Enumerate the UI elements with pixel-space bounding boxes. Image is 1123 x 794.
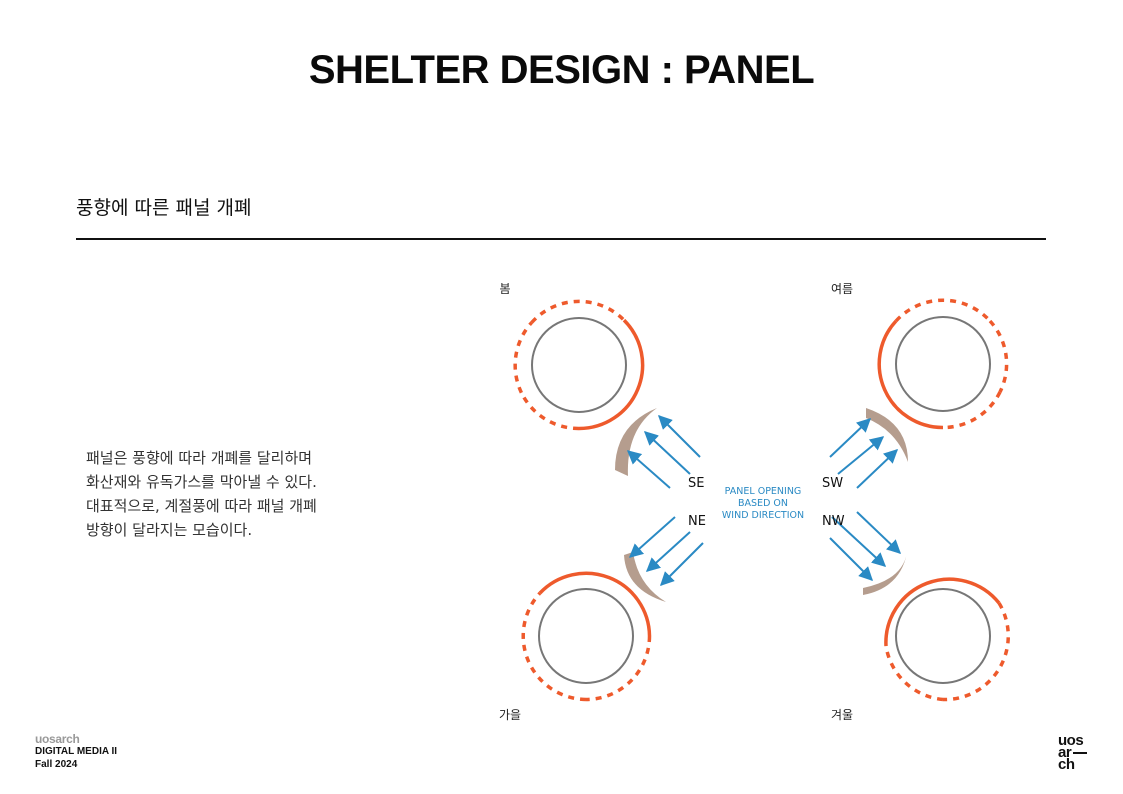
wind-arrow-se-2 <box>643 431 691 475</box>
summer-deflector <box>866 408 908 462</box>
wind-arrows-sw <box>829 418 899 489</box>
spring-solid-panel <box>578 318 645 431</box>
label-autumn: 가을 <box>499 708 521 722</box>
autumn-dashed-panel-2 <box>521 591 587 702</box>
description-line-4: 방향이 달라지는 모습이다. <box>86 521 253 539</box>
spring-deflector <box>615 408 657 476</box>
winter-solid-panel <box>884 577 1001 647</box>
wind-arrow-se-1 <box>658 415 701 458</box>
wind-arrow-se-3 <box>626 450 671 489</box>
logo-line-3: ch <box>1058 756 1075 773</box>
spring-inner-circle <box>531 317 627 413</box>
wind-arrows-se <box>626 415 701 489</box>
label-direction-ne: NE <box>688 514 706 529</box>
wind-arrow-sw-3 <box>856 449 899 489</box>
label-direction-se: SE <box>688 476 704 491</box>
wind-arrow-ne-2 <box>645 531 691 572</box>
wind-arrows-nw <box>829 511 902 581</box>
winter-deflector <box>863 553 907 595</box>
summer-inner-circle <box>895 316 991 412</box>
divider-rule <box>76 238 1046 240</box>
spring-dashed-panel-2 <box>513 321 534 394</box>
summer-dashed-panel-2 <box>988 319 1009 393</box>
shelter-winter <box>863 553 1010 702</box>
label-summer: 여름 <box>831 282 853 296</box>
shelter-summer <box>866 298 1009 462</box>
center-label-line-2: BASED ON <box>738 498 788 509</box>
center-label-line-1: PANEL OPENING <box>725 486 802 497</box>
description-text: 패널은 풍향에 따라 개폐를 달리하며 화산재와 유독가스를 막아낼 수 있다.… <box>86 446 376 542</box>
wind-arrow-ne-3 <box>660 542 704 586</box>
section-subtitle: 풍향에 따른 패널 개폐 <box>76 197 252 219</box>
spring-dashed-panel-3 <box>519 391 580 431</box>
description-line-1: 패널은 풍향에 따라 개폐를 달리하며 <box>86 449 313 467</box>
winter-inner-circle <box>895 588 991 684</box>
autumn-dashed-panel <box>585 635 652 702</box>
winter-dashed-panel <box>942 602 1010 702</box>
label-direction-sw: SW <box>822 476 843 491</box>
wind-arrow-nw-3 <box>856 511 902 554</box>
winter-dashed-panel-2 <box>884 645 944 702</box>
wind-arrow-nw-2 <box>831 516 887 567</box>
logo-line-2: ar <box>1058 745 1104 760</box>
footer-term: Fall 2024 <box>35 759 78 770</box>
autumn-inner-circle <box>538 588 634 684</box>
label-direction-nw: NW <box>822 514 845 529</box>
footer-brand: uosarch <box>35 732 80 746</box>
logo-line-1: uos <box>1058 732 1084 749</box>
shelter-spring <box>513 299 657 476</box>
description-line-3: 대표적으로, 계절풍에 따라 패널 개폐 <box>86 497 317 515</box>
spring-dashed-panel <box>530 299 626 324</box>
summer-dashed-panel-3 <box>942 391 1002 430</box>
page-title: SHELTER DESIGN : PANEL <box>308 48 815 92</box>
wind-arrow-sw-1 <box>829 418 872 458</box>
label-spring: 봄 <box>499 282 510 296</box>
label-winter: 겨울 <box>831 708 853 722</box>
description-line-2: 화산재와 유독가스를 막아낼 수 있다. <box>86 473 317 491</box>
footer: uosarch DIGITAL MEDIA II Fall 2024 <box>35 733 117 771</box>
uosarch-logo: uos ar ch <box>1058 732 1104 773</box>
wind-arrows-ne <box>628 516 704 586</box>
summer-dashed-panel <box>894 298 992 323</box>
wind-arrow-nw-1 <box>829 537 873 581</box>
wind-arrow-ne-1 <box>628 516 676 558</box>
autumn-deflector <box>624 552 666 602</box>
autumn-solid-panel <box>538 571 652 637</box>
footer-course: DIGITAL MEDIA II <box>35 746 118 757</box>
wind-arrow-sw-2 <box>837 436 885 475</box>
summer-solid-panel <box>877 319 944 430</box>
shelter-autumn <box>521 552 666 702</box>
center-label-line-3: WIND DIRECTION <box>722 510 804 521</box>
